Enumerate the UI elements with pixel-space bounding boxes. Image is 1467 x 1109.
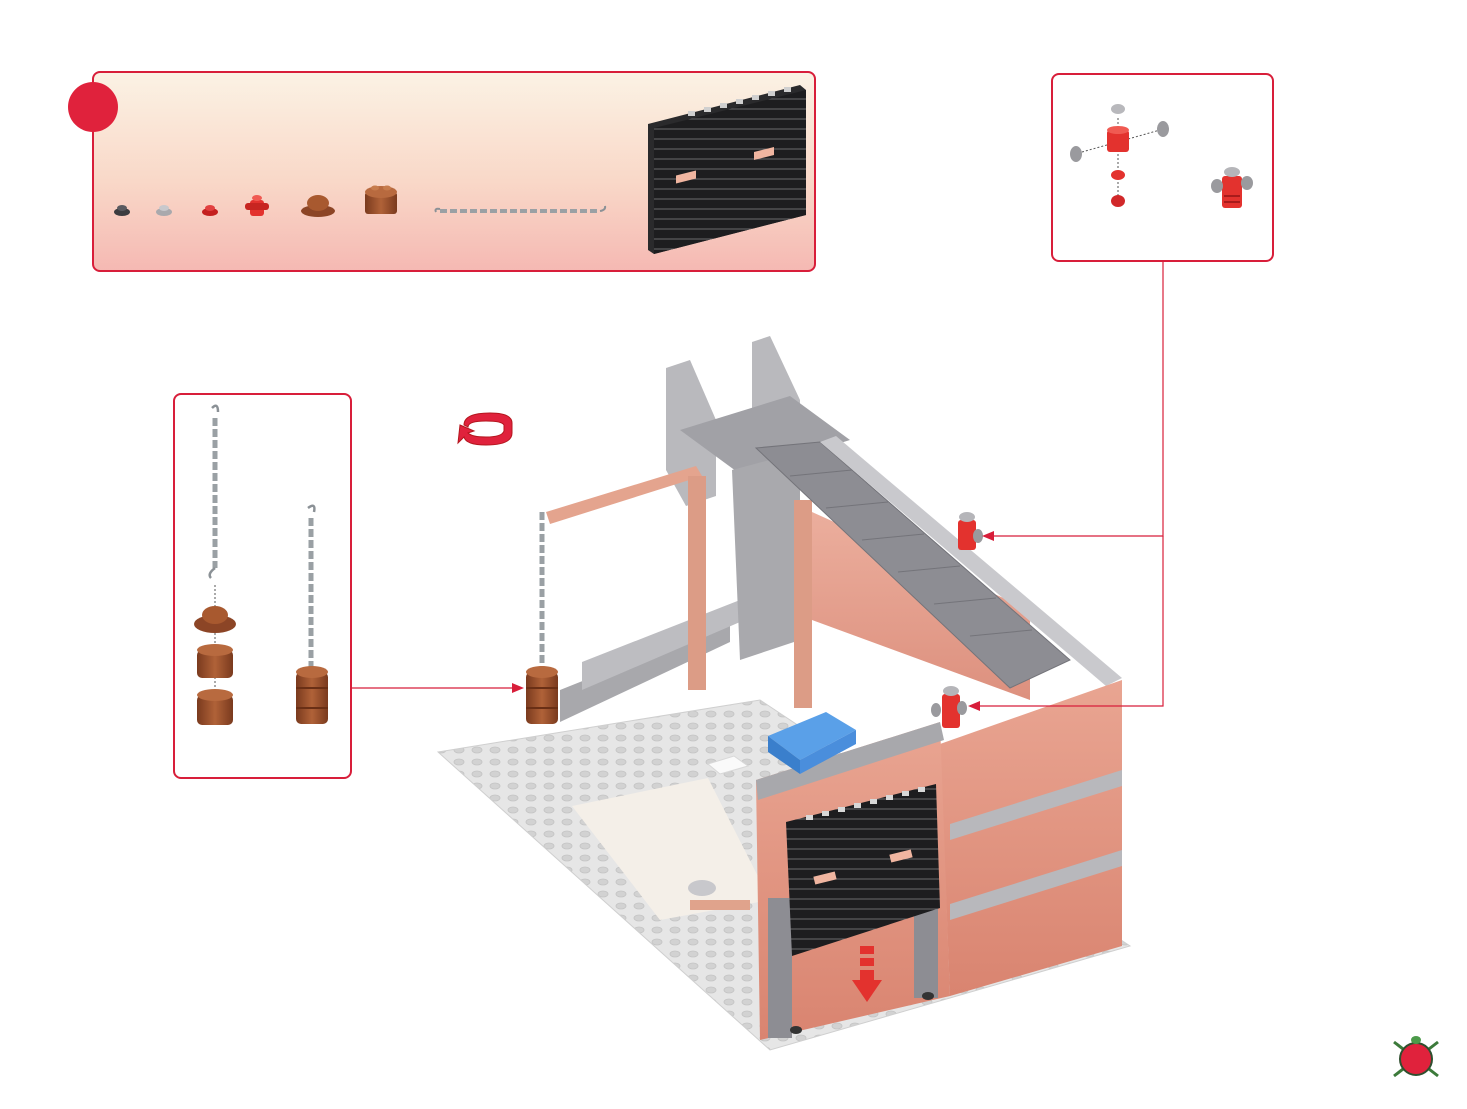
part-red-round-plate bbox=[202, 205, 218, 216]
rotate-model-icon bbox=[458, 413, 512, 445]
part-light-gray-round-plate bbox=[156, 205, 172, 216]
turtle-shell-logo-icon bbox=[1394, 1036, 1438, 1076]
part-dark-gray-round-plate bbox=[114, 205, 130, 216]
arrowhead-top-hydrant bbox=[982, 531, 994, 541]
scene-hydrant-bottom bbox=[931, 686, 967, 728]
hydrant-assembled bbox=[1211, 167, 1253, 208]
barrel-exploded-view bbox=[194, 406, 236, 725]
arrowhead-bottom-hydrant bbox=[968, 701, 980, 711]
callout-connector-barrel bbox=[352, 683, 524, 693]
part-black-door-panel bbox=[648, 85, 806, 254]
barrel-assembled bbox=[296, 506, 328, 724]
part-red-hydrant-part bbox=[245, 195, 269, 216]
scene-hydrant-top bbox=[958, 512, 983, 550]
part-chain bbox=[436, 206, 606, 212]
building-model bbox=[438, 336, 1130, 1050]
part-brown-dish bbox=[301, 195, 335, 217]
hydrant-exploded-view bbox=[1070, 104, 1169, 207]
part-brown-barrel-brick bbox=[365, 186, 397, 215]
